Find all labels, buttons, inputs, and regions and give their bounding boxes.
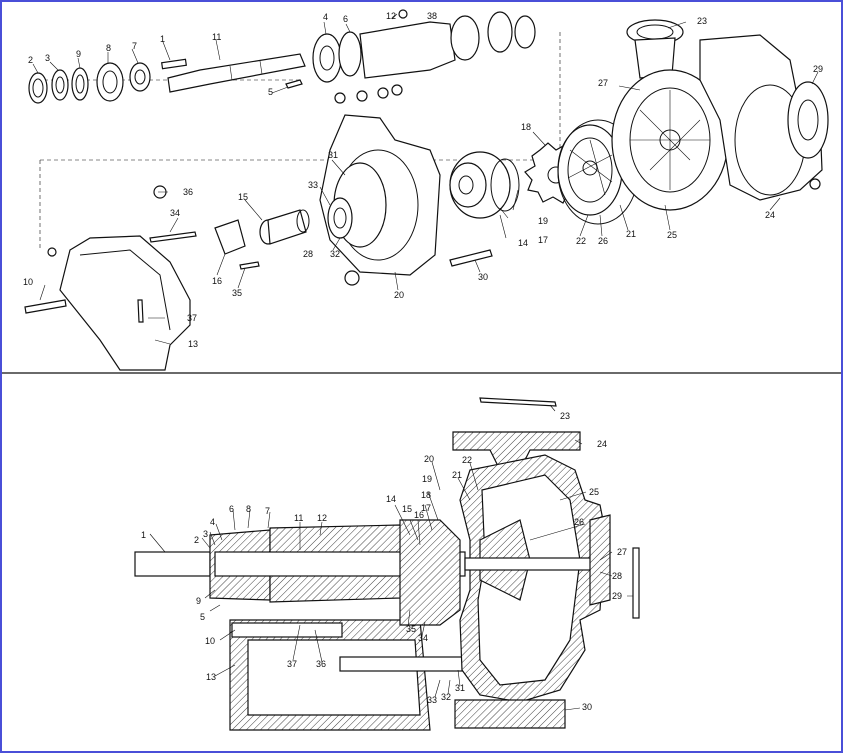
callout-24: 24: [597, 439, 607, 449]
callout-4: 4: [210, 517, 215, 527]
top-callouts: 1 2 3 4 5 6 7 8 9 10 11 12 13 14 15 16 1…: [23, 11, 823, 349]
callout-38: 38: [427, 11, 437, 21]
callout-27: 27: [598, 78, 608, 88]
callout-8: 8: [246, 504, 251, 514]
callout-9: 9: [76, 49, 81, 59]
callout-37: 37: [187, 313, 197, 323]
callout-26: 26: [574, 517, 584, 527]
callout-29: 29: [813, 64, 823, 74]
shaft-part: [161, 53, 306, 93]
callout-22: 22: [576, 236, 586, 246]
callout-5: 5: [200, 612, 205, 622]
callout-19: 19: [422, 474, 432, 484]
callout-12: 12: [386, 11, 396, 21]
callout-23: 23: [560, 411, 570, 421]
callout-14: 14: [386, 494, 396, 504]
callout-2: 2: [194, 535, 199, 545]
callout-29: 29: [612, 591, 622, 601]
callout-6: 6: [343, 14, 348, 24]
callout-19: 19: [538, 216, 548, 226]
sleeve-part: [214, 209, 310, 270]
callout-15: 15: [238, 192, 248, 202]
callout-28: 28: [612, 571, 622, 581]
callout-12: 12: [317, 513, 327, 523]
callout-34: 34: [170, 208, 180, 218]
callout-32: 32: [441, 692, 451, 702]
casing-part: [319, 114, 441, 286]
callout-16: 16: [414, 510, 424, 520]
callout-22: 22: [462, 455, 472, 465]
callout-36: 36: [316, 659, 326, 669]
callout-23: 23: [697, 16, 707, 26]
exploded-view: 1 2 3 4 5 6 7 8 9 10 11 12 13 14 15 16 1…: [23, 9, 829, 371]
volute-part: [611, 19, 829, 211]
callout-25: 25: [667, 230, 677, 240]
callout-3: 3: [203, 529, 208, 539]
callout-7: 7: [265, 506, 270, 516]
callout-1: 1: [141, 530, 146, 540]
callout-25: 25: [589, 487, 599, 497]
callout-15: 15: [402, 504, 412, 514]
callout-18: 18: [421, 490, 431, 500]
callout-16: 16: [212, 276, 222, 286]
callout-30: 30: [582, 702, 592, 712]
callout-7: 7: [132, 41, 137, 51]
bracket-part: [24, 185, 197, 371]
bottom-callouts: 1 2 3 4 5 6 7 8 9 10 11 12 13 14 15 16 1…: [141, 411, 627, 712]
callout-35: 35: [232, 288, 242, 298]
callout-17: 17: [421, 503, 431, 513]
callout-13: 13: [188, 339, 198, 349]
callout-35: 35: [406, 624, 416, 634]
callout-21: 21: [626, 229, 636, 239]
callout-27: 27: [617, 547, 627, 557]
callout-24: 24: [765, 210, 775, 220]
callout-21: 21: [452, 470, 462, 480]
callout-3: 3: [45, 53, 50, 63]
callout-26: 26: [598, 236, 608, 246]
callout-10: 10: [205, 636, 215, 646]
section-view: 1 2 3 4 5 6 7 8 9 10 11 12 13 14 15 16 1…: [134, 397, 640, 731]
callout-34: 34: [418, 633, 428, 643]
bearing-parts: [28, 62, 151, 104]
bolt-part: [449, 249, 493, 267]
callout-9: 9: [196, 596, 201, 606]
callout-5: 5: [268, 87, 273, 97]
callout-11: 11: [212, 32, 221, 42]
callout-1: 1: [160, 34, 165, 44]
callout-20: 20: [394, 290, 404, 300]
callout-18: 18: [521, 122, 531, 132]
callout-28: 28: [303, 249, 313, 259]
callout-30: 30: [478, 272, 488, 282]
callout-17: 17: [538, 235, 548, 245]
callout-31: 31: [328, 150, 338, 160]
callout-2: 2: [28, 55, 33, 65]
bearing-housing: [285, 9, 536, 104]
callout-14: 14: [518, 238, 528, 248]
gland-part: [449, 151, 520, 219]
callout-8: 8: [106, 43, 111, 53]
callout-33: 33: [308, 180, 318, 190]
callout-32: 32: [330, 249, 340, 259]
callout-31: 31: [455, 683, 465, 693]
callout-36: 36: [183, 187, 193, 197]
callout-4: 4: [323, 12, 328, 22]
callout-10: 10: [23, 277, 33, 287]
callout-37: 37: [287, 659, 297, 669]
callout-13: 13: [206, 672, 216, 682]
callout-20: 20: [424, 454, 434, 464]
callout-6: 6: [229, 504, 234, 514]
callout-11: 11: [294, 513, 303, 523]
callout-33: 33: [427, 695, 437, 705]
